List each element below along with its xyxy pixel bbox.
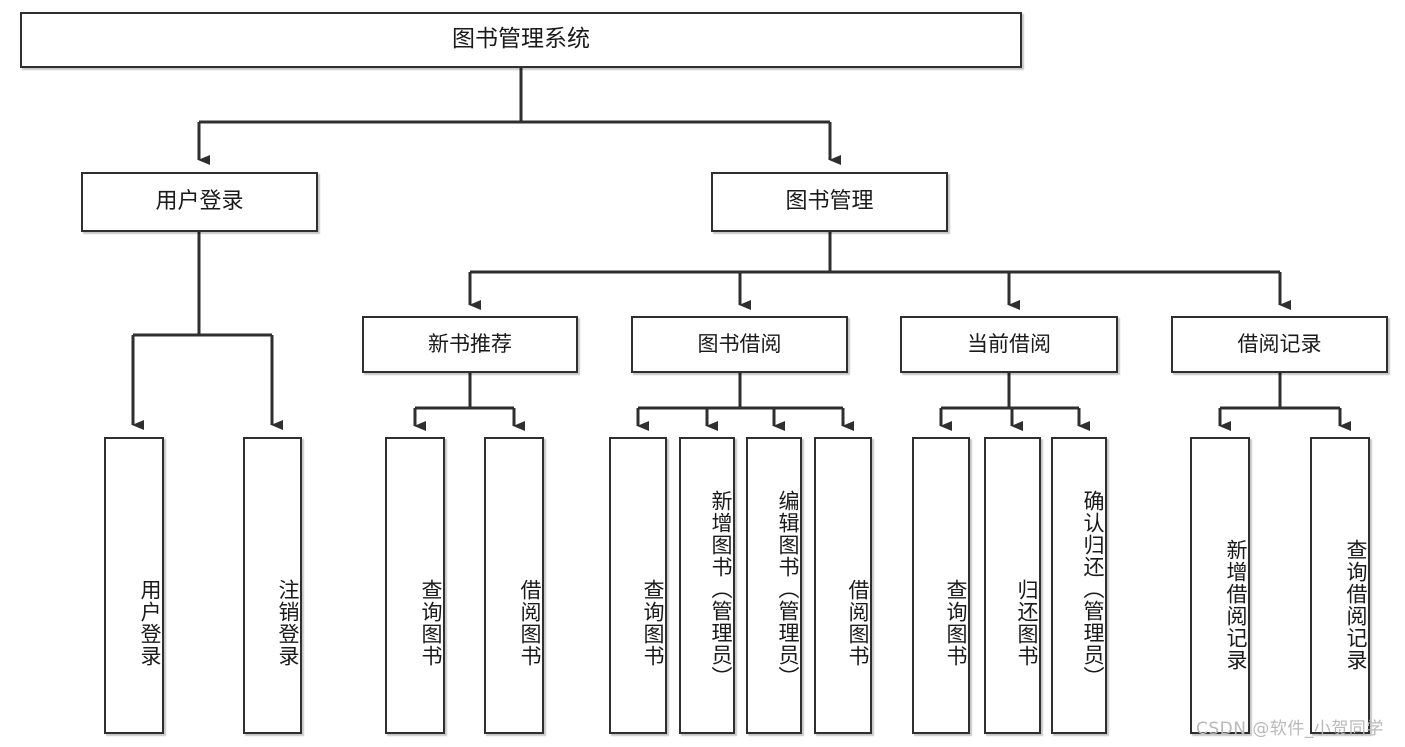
leaf-query-book-recommend[interactable]: 查询图书 xyxy=(385,437,445,734)
node-borrow-record[interactable]: 借阅记录 xyxy=(1171,316,1388,373)
leaf-logout[interactable]: 注销登录 xyxy=(243,437,302,734)
node-book-management[interactable]: 图书管理 xyxy=(711,172,948,232)
leaf-user-login[interactable]: 用户登录 xyxy=(104,437,164,734)
leaf-query-borrow-record[interactable]: 查询借阅记录 xyxy=(1310,437,1370,734)
leaf-query-book-borrow[interactable]: 查询图书 xyxy=(609,437,667,734)
node-book-borrow[interactable]: 图书借阅 xyxy=(631,316,848,373)
node-user-login[interactable]: 用户登录 xyxy=(81,172,318,232)
leaf-edit-book-admin[interactable]: 编辑图书（管理员） xyxy=(746,437,802,734)
leaf-confirm-return-admin[interactable]: 确认归还（管理员） xyxy=(1051,437,1107,734)
leaf-add-book-admin[interactable]: 新增图书（管理员） xyxy=(679,437,735,734)
leaf-return-book[interactable]: 归还图书 xyxy=(984,437,1041,734)
leaf-query-book-current[interactable]: 查询图书 xyxy=(912,437,970,734)
node-current-borrow[interactable]: 当前借阅 xyxy=(900,316,1118,373)
leaf-borrow-book-recommend[interactable]: 借阅图书 xyxy=(484,437,544,734)
watermark-csdn: CSDN @软件_小贺同学 xyxy=(1196,719,1384,739)
node-new-book-recommend[interactable]: 新书推荐 xyxy=(362,316,578,373)
leaf-add-borrow-record[interactable]: 新增借阅记录 xyxy=(1190,437,1250,734)
node-root-system[interactable]: 图书管理系统 xyxy=(20,12,1022,68)
leaf-borrow-book[interactable]: 借阅图书 xyxy=(814,437,872,734)
